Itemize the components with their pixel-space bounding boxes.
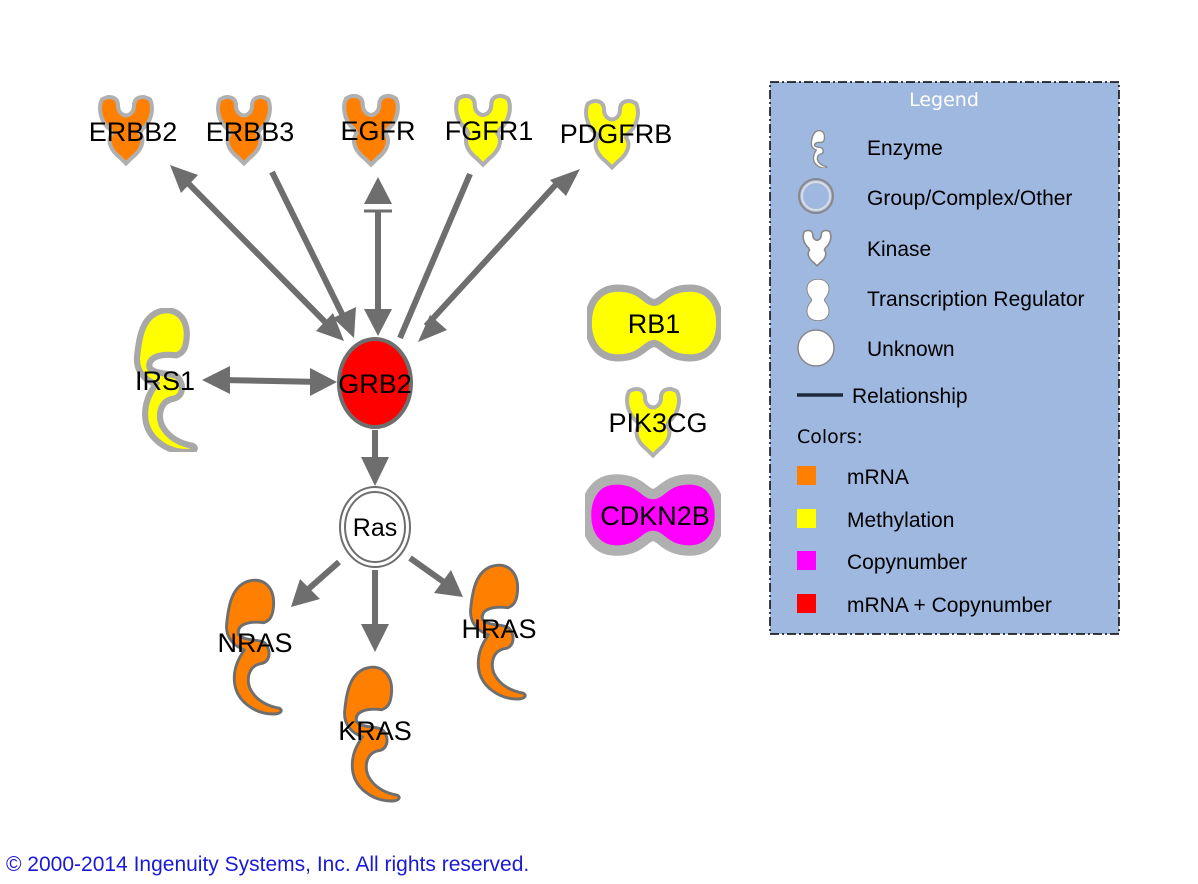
unknown-icon (797, 329, 835, 367)
node-label: CDKN2B (600, 501, 710, 531)
legend-color-mrna: mRNA (797, 466, 909, 489)
node-cdkn2b[interactable]: CDKN2B (586, 479, 720, 550)
legend-label: Group/Complex/Other (867, 187, 1072, 210)
node-ras[interactable]: Ras (339, 486, 411, 568)
node-label: ERBB2 (89, 117, 178, 147)
node-erbb2[interactable]: ERBB2 (89, 97, 178, 163)
node-egfr[interactable]: EGFR (340, 96, 416, 165)
edge-irs1-grb2[interactable] (202, 366, 337, 396)
node-fgfr1[interactable]: FGFR1 (445, 96, 534, 165)
legend-color-methylation: Methylation (797, 509, 954, 532)
edges (170, 165, 580, 652)
node-erbb3[interactable]: ERBB3 (206, 97, 295, 163)
legend-label: mRNA (847, 466, 909, 489)
edge-grb2-pdgfrb[interactable] (418, 169, 580, 342)
legend-item-unknown: Unknown (797, 329, 955, 367)
node-label: HRAS (461, 614, 536, 644)
legend-color-copynumber: Copynumber (797, 551, 967, 574)
edge-ras-kras[interactable] (361, 570, 389, 652)
legend-item-transcription-regulator: Transcription Regulator (806, 279, 1085, 321)
edge-grb2-erbb2[interactable] (170, 165, 344, 341)
legend: Legend Enzyme Group/Complex/Other Kinase… (769, 81, 1120, 635)
legend-item-group: Group/Complex/Other (798, 178, 1072, 214)
legend-label: Transcription Regulator (867, 288, 1085, 311)
legend-label: Unknown (867, 338, 955, 361)
legend-label: Methylation (847, 509, 954, 532)
edge-fgfr1-grb2[interactable] (397, 172, 473, 340)
edge-grb2-egfr[interactable] (364, 177, 392, 336)
node-label: GRB2 (338, 369, 412, 399)
legend-item-enzyme: Enzyme (810, 130, 943, 168)
edge-ras-hras[interactable] (408, 555, 463, 597)
legend-label: Enzyme (867, 137, 943, 160)
node-rb1[interactable]: RB1 (588, 288, 719, 358)
node-pik3cg[interactable]: PIK3CG (608, 389, 708, 455)
copyright-notice: © 2000-2014 Ingenuity Systems, Inc. All … (6, 853, 530, 876)
node-label: IRS1 (135, 366, 195, 396)
node-label: ERBB3 (206, 117, 295, 147)
edge-ras-nras[interactable] (291, 559, 341, 607)
node-label: RB1 (628, 309, 681, 339)
legend-label: Copynumber (847, 551, 967, 574)
color-swatch (797, 509, 816, 528)
node-pdgfrb[interactable]: PDGFRB (560, 101, 673, 167)
color-swatch (797, 594, 816, 613)
legend-color-list: mRNA Methylation Copynumber mRNA + Copyn… (797, 466, 1052, 617)
color-swatch (797, 466, 816, 485)
node-label: FGFR1 (445, 116, 534, 146)
node-label: NRAS (217, 628, 292, 658)
node-label: PDGFRB (560, 119, 673, 149)
node-label: KRAS (338, 716, 412, 746)
node-irs1[interactable]: IRS1 (135, 310, 195, 452)
edge-grb2-ras[interactable] (361, 430, 389, 486)
edge-erbb3-grb2[interactable] (269, 170, 356, 338)
node-kras[interactable]: KRAS (338, 665, 412, 803)
nodes: ERBB2 ERBB3 EGFR FGFR1 PDGFRB IRS1 GRB2 (89, 96, 720, 803)
legend-label: mRNA + Copynumber (847, 594, 1052, 617)
node-grb2[interactable]: GRB2 (337, 337, 413, 429)
legend-colors-heading: Colors: (797, 426, 863, 448)
unknown-icon (337, 337, 413, 429)
legend-label: Kinase (867, 238, 931, 261)
legend-title: Legend (909, 89, 979, 111)
group-complex-icon (798, 178, 834, 214)
node-hras[interactable]: HRAS (461, 563, 537, 701)
node-nras[interactable]: NRAS (217, 578, 293, 716)
legend-label: Relationship (852, 385, 968, 408)
group-complex-inner-ring (344, 491, 406, 563)
node-label: EGFR (340, 116, 415, 146)
color-swatch (797, 551, 816, 570)
legend-item-kinase: Kinase (802, 229, 931, 267)
node-label: PIK3CG (608, 408, 707, 438)
node-label: Ras (353, 514, 397, 542)
legend-item-relationship: Relationship (797, 385, 968, 408)
legend-color-mrna-copynumber: mRNA + Copynumber (797, 594, 1052, 617)
